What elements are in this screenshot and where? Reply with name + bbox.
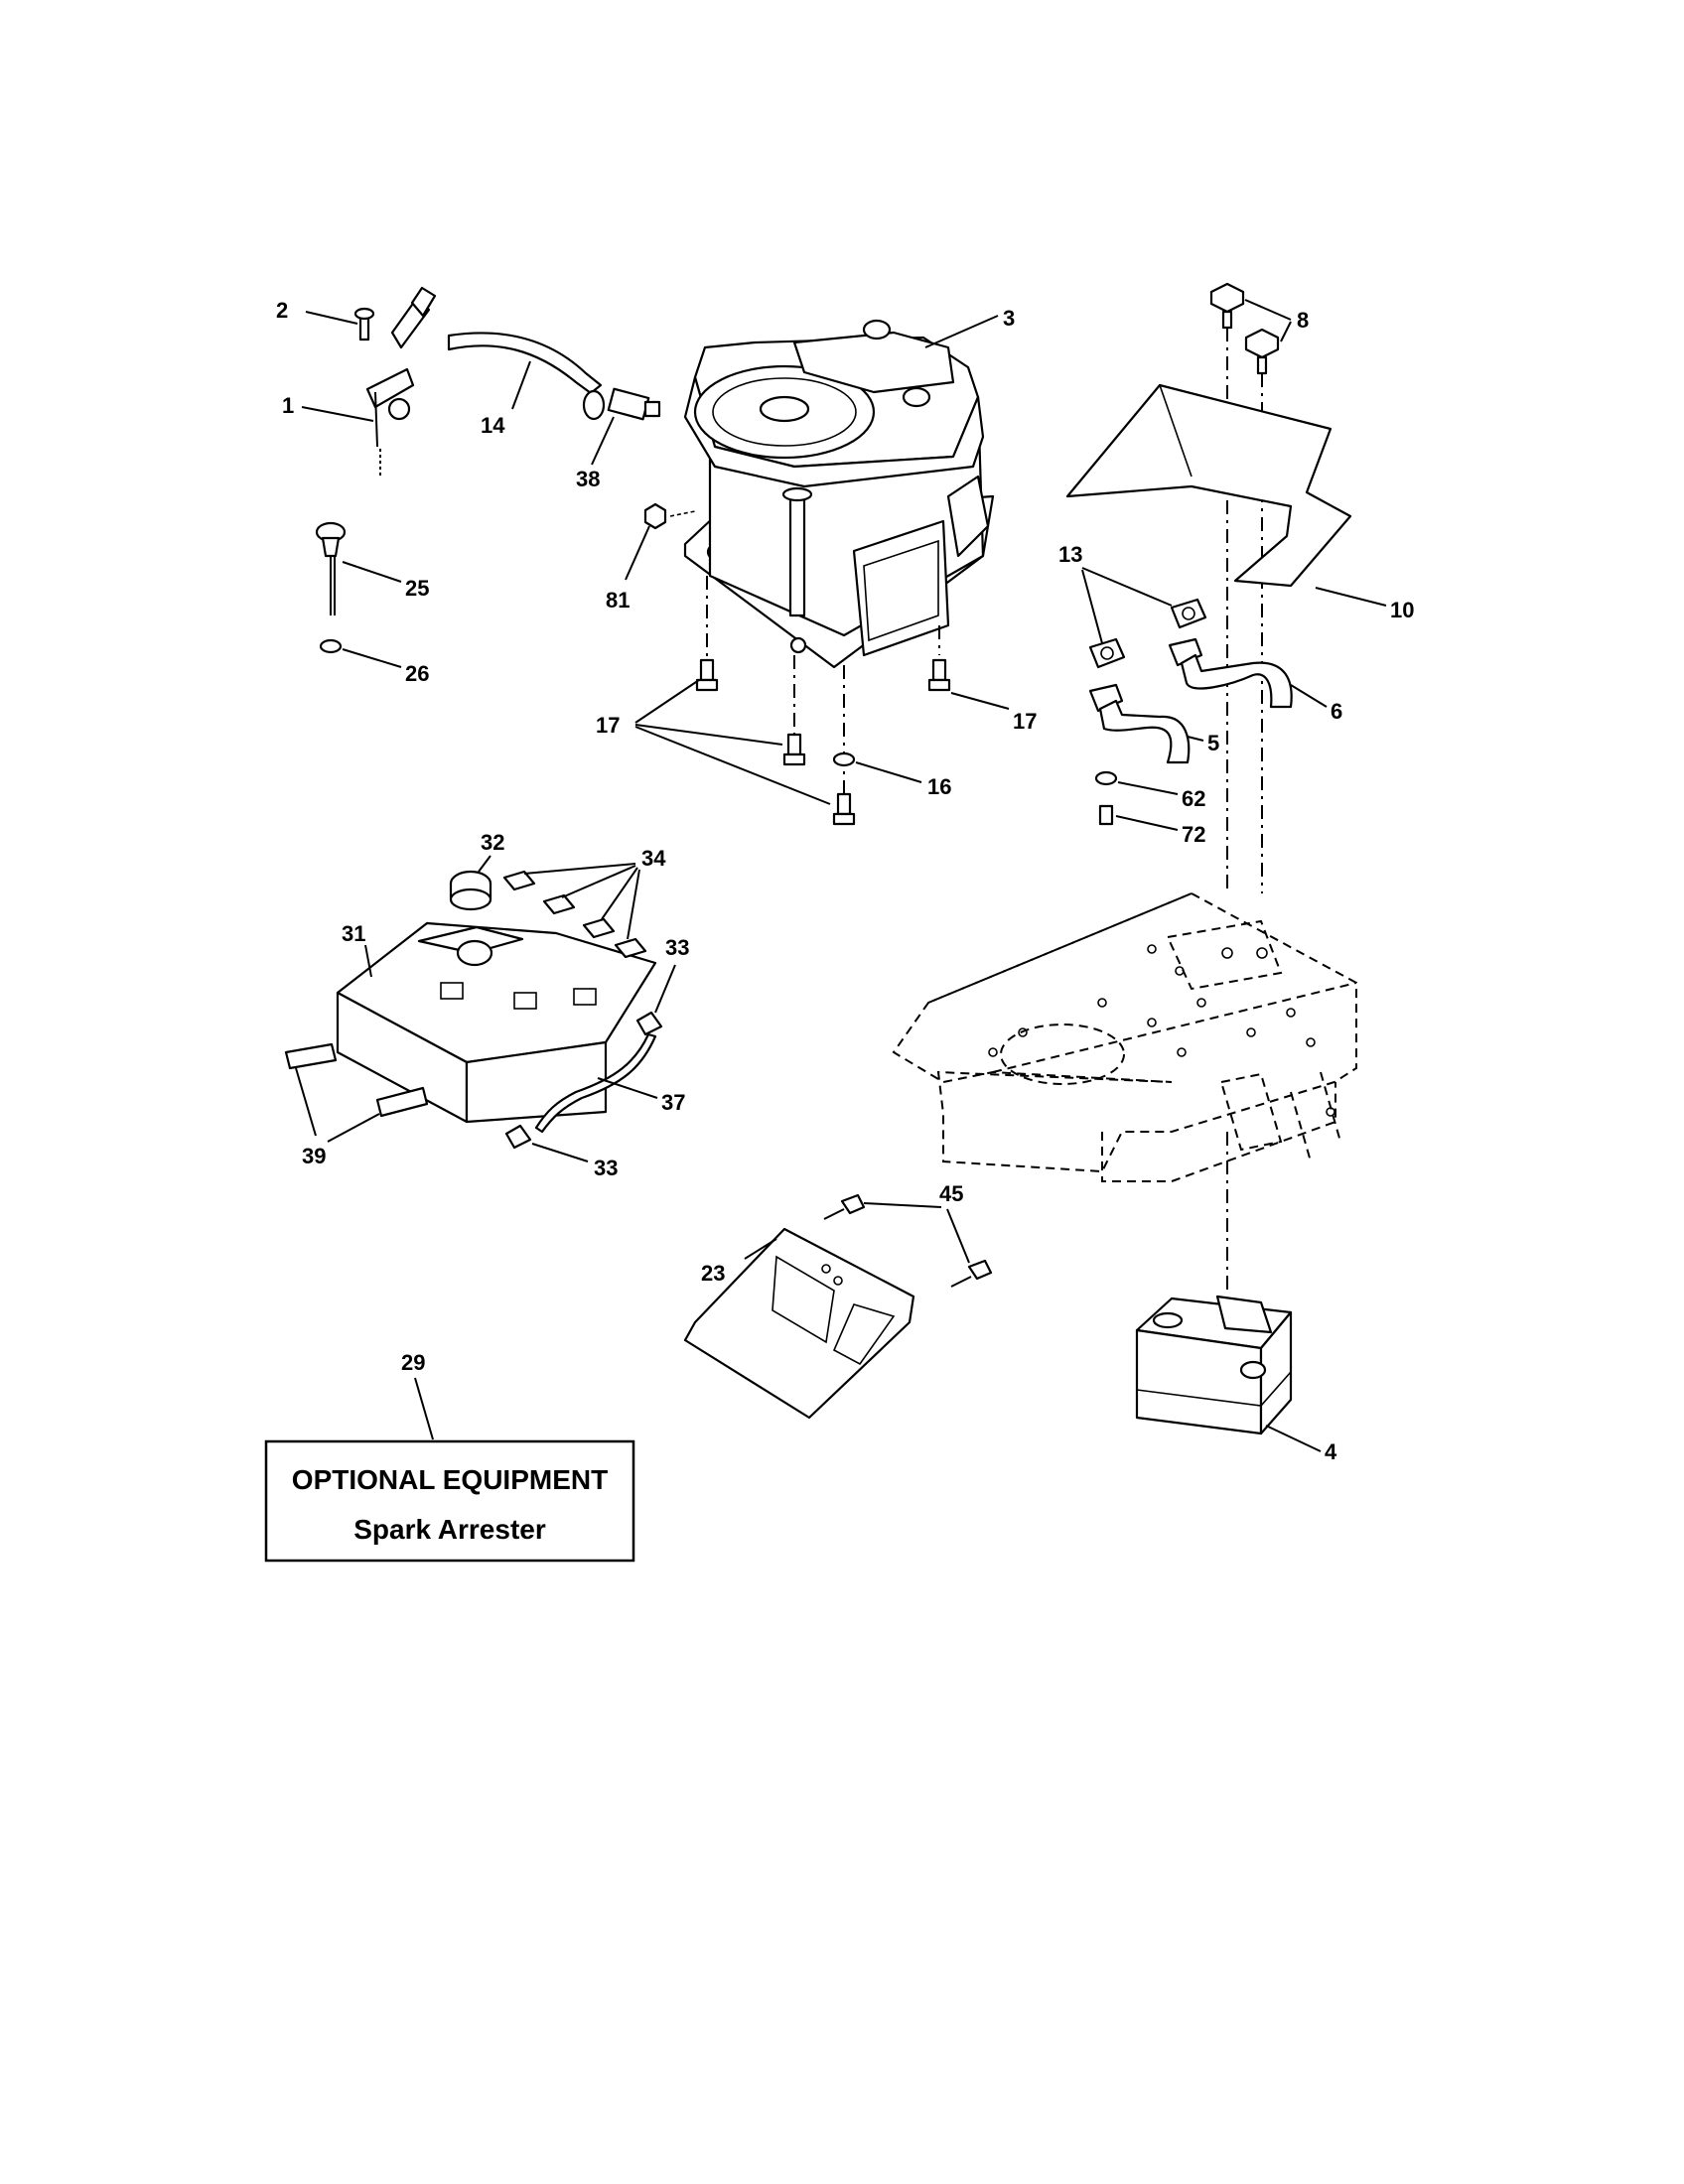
label-39: 39 xyxy=(302,1144,326,1168)
fuel-hose-part xyxy=(447,332,603,395)
fuel-tank-pad-part xyxy=(502,870,647,959)
fuel-line-clamp-part xyxy=(504,1124,532,1150)
fuel-tank-part xyxy=(336,921,657,1124)
muffler-part xyxy=(1135,1295,1293,1435)
label-37: 37 xyxy=(661,1090,685,1115)
label-23: 23 xyxy=(701,1261,725,1286)
label-1: 1 xyxy=(282,393,294,418)
tractor-frame-part xyxy=(892,891,1357,1182)
choke-knob-part xyxy=(315,521,347,615)
foam-pad-part xyxy=(284,1042,429,1118)
engine-part xyxy=(683,319,995,669)
fuel-cap-part xyxy=(449,870,492,911)
label-10: 10 xyxy=(1390,598,1414,622)
fuel-line-part xyxy=(534,1032,657,1134)
optional-equipment-title: OPTIONAL EQUIPMENT xyxy=(292,1464,608,1495)
engine-shield-part xyxy=(683,1227,915,1420)
engine-bolt-part xyxy=(782,733,806,766)
choke-washer-part xyxy=(319,638,343,654)
label-34: 34 xyxy=(641,846,666,871)
label-6: 6 xyxy=(1331,699,1342,724)
label-13: 13 xyxy=(1058,542,1082,567)
label-8: 8 xyxy=(1297,308,1309,333)
nut-part xyxy=(643,502,696,530)
exhaust-bolt-part xyxy=(1098,804,1114,826)
label-45: 45 xyxy=(939,1181,963,1206)
label-81: 81 xyxy=(606,588,630,613)
label-29: 29 xyxy=(401,1350,425,1375)
label-33-bottom: 33 xyxy=(594,1156,618,1180)
label-26: 26 xyxy=(405,661,429,686)
label-4: 4 xyxy=(1325,1439,1337,1464)
label-33-top: 33 xyxy=(665,935,689,960)
label-2: 2 xyxy=(276,298,288,323)
engine-bolt-part xyxy=(695,658,719,692)
spark-arrester-label: Spark Arrester xyxy=(353,1514,546,1545)
engine-bolt-part xyxy=(832,792,856,826)
label-14: 14 xyxy=(481,413,505,438)
label-38: 38 xyxy=(576,467,600,491)
shield-bolt-part xyxy=(950,1259,993,1288)
heat-shield-bolt-part xyxy=(1209,282,1245,330)
exhaust-washer-part xyxy=(1094,770,1118,786)
exhaust-gasket-part xyxy=(1088,598,1207,669)
label-17-right: 17 xyxy=(1013,709,1037,734)
label-16: 16 xyxy=(927,774,951,799)
label-32: 32 xyxy=(481,830,504,855)
exhaust-pipe-left-part xyxy=(1088,683,1191,764)
label-62: 62 xyxy=(1182,786,1205,811)
label-17-left: 17 xyxy=(596,713,620,738)
throttle-control-part xyxy=(353,286,437,477)
label-3: 3 xyxy=(1003,306,1015,331)
washer-part xyxy=(832,751,856,767)
fuel-line-clamp-part xyxy=(635,1011,663,1036)
heat-shield-part xyxy=(1065,383,1352,588)
shield-bolt-part xyxy=(823,1193,866,1220)
fuel-valve-part xyxy=(582,387,661,421)
label-5: 5 xyxy=(1207,731,1219,755)
exhaust-pipe-right-part xyxy=(1168,637,1293,709)
engine-bolt-part xyxy=(927,658,951,692)
label-72: 72 xyxy=(1182,822,1205,847)
label-25: 25 xyxy=(405,576,429,601)
optional-equipment-box: OPTIONAL EQUIPMENT Spark Arrester xyxy=(264,1439,635,1563)
label-31: 31 xyxy=(342,921,365,946)
heat-shield-bolt-part xyxy=(1244,328,1280,375)
